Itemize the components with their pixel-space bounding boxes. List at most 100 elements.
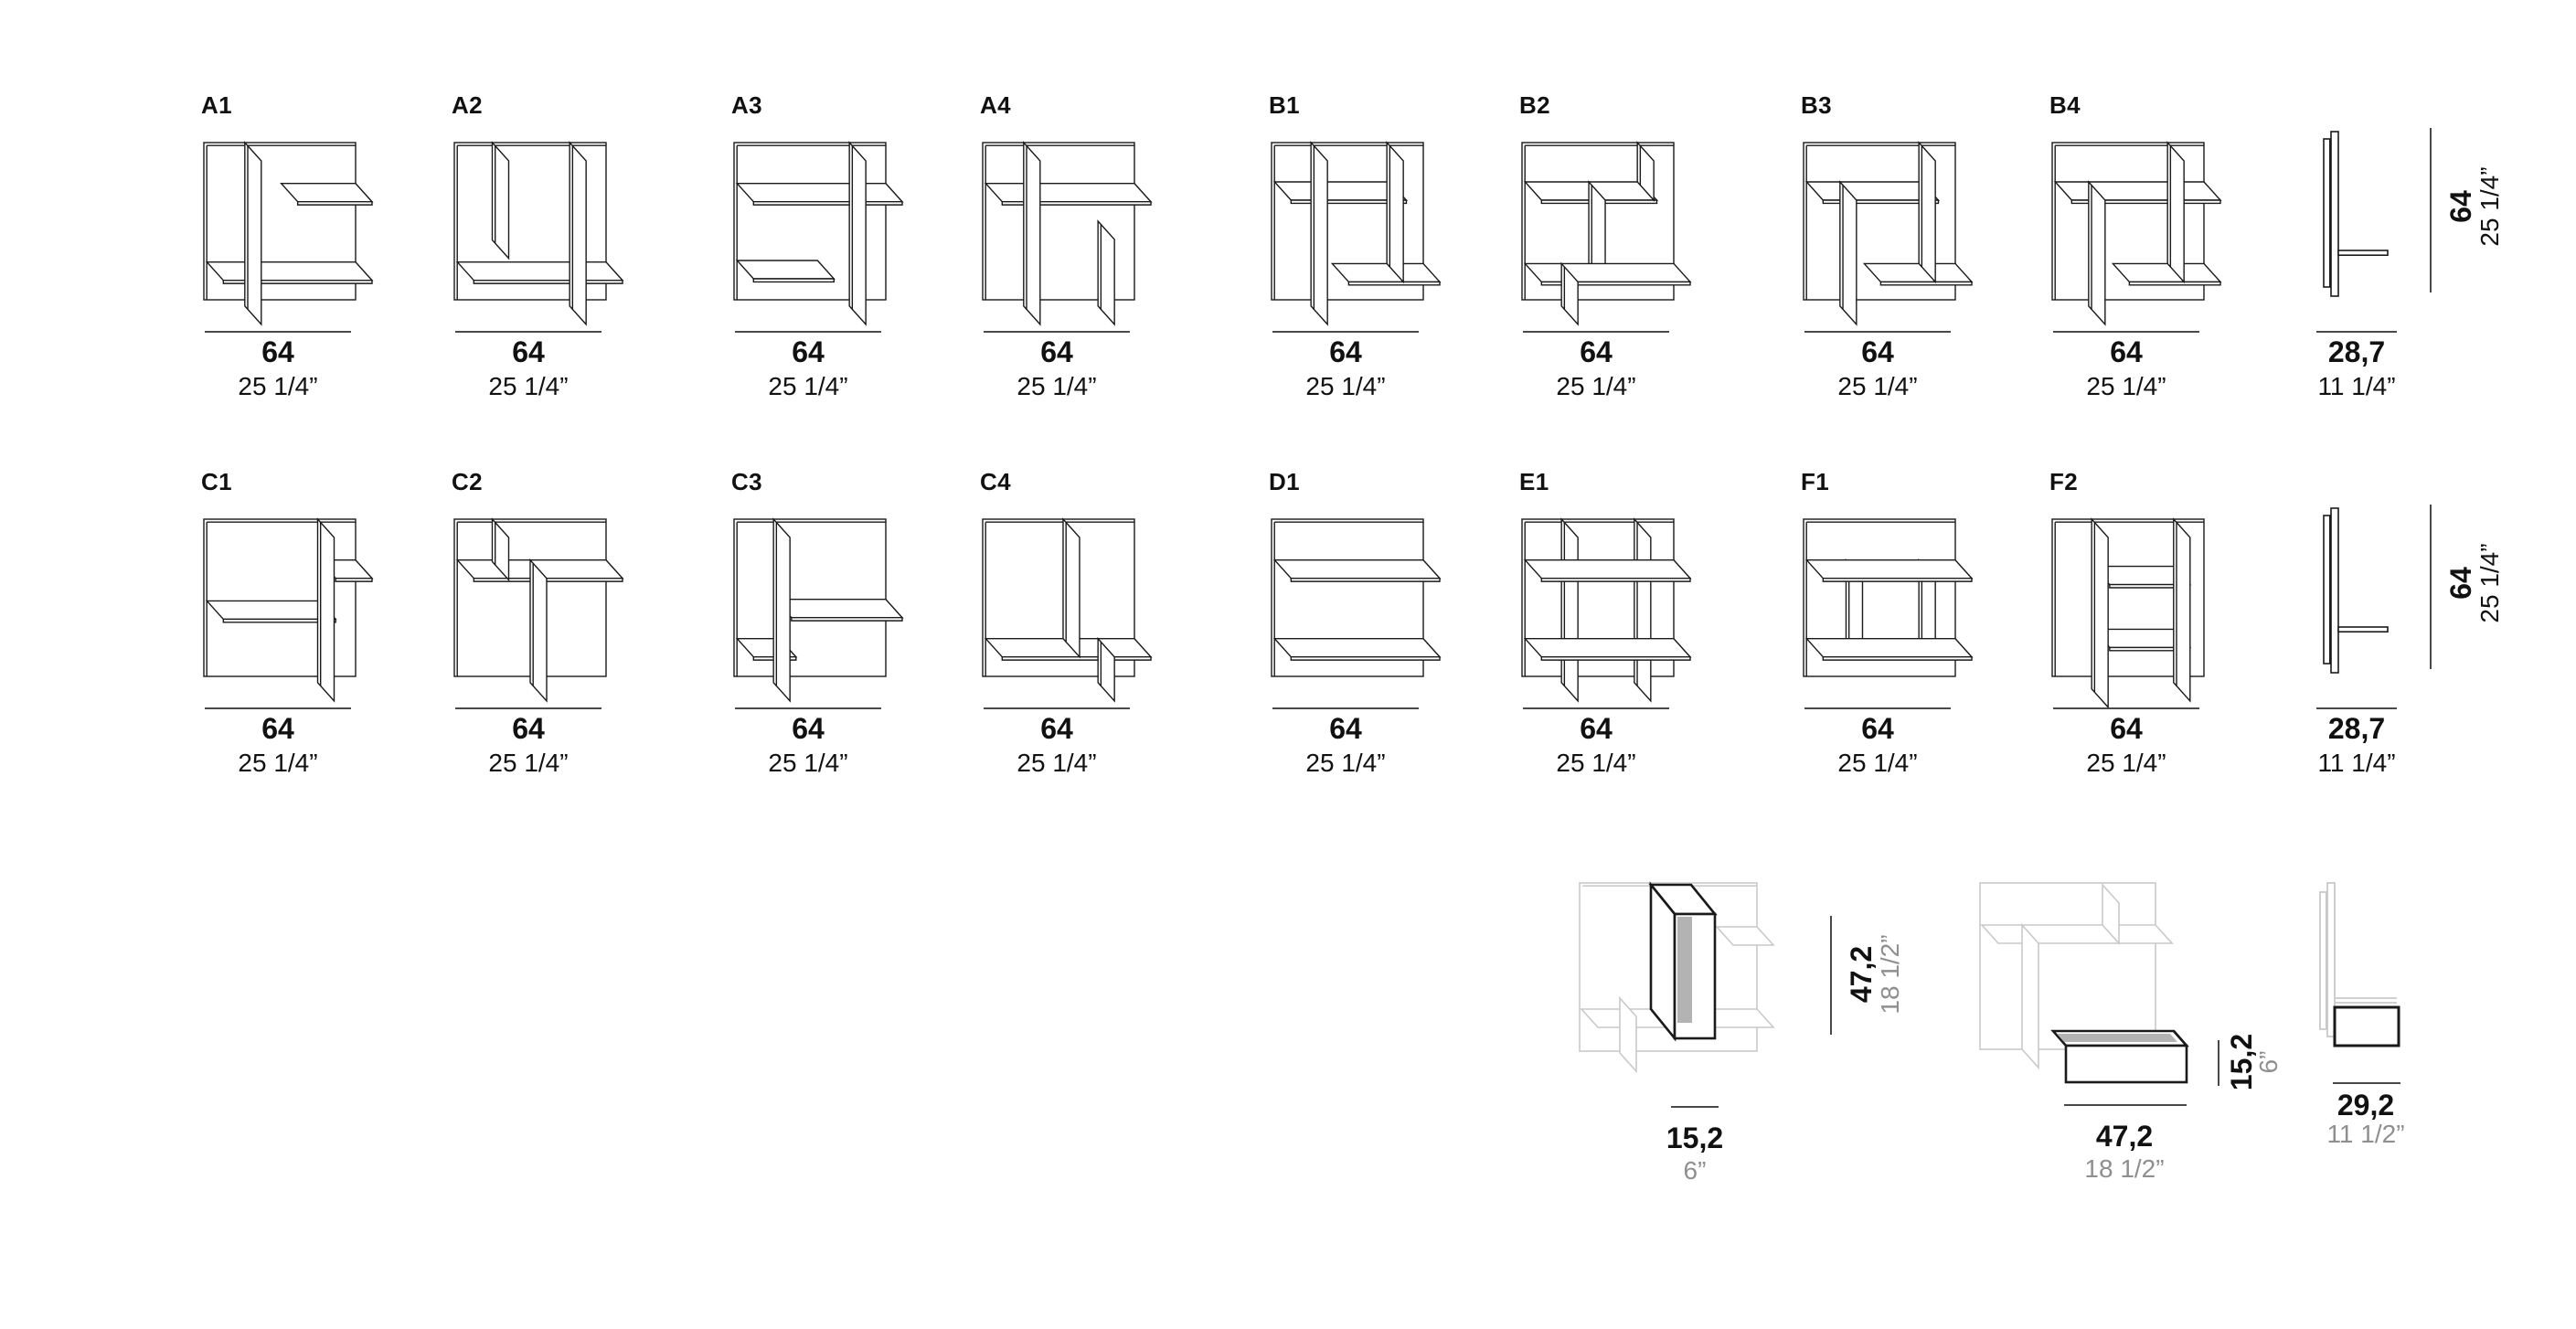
detail1-height-dim-line [1830,916,1832,1035]
shelf-front-edge [1879,281,1973,286]
divider-panel [2173,517,2191,703]
shelf-front-edge [222,618,336,623]
unit-dim-cm: 64 [261,715,294,746]
drawer-top-inset [2057,1034,2177,1042]
unit-A2-drawing [453,141,624,326]
unit-F1-drawing [1803,518,1974,677]
unit-B2-drawing [1521,141,1692,326]
shelf-edge [2337,250,2389,256]
shelf-top-face [1804,559,1974,579]
unit-dim-line [984,331,1130,333]
shelf-front-edge [752,278,836,283]
unit-dim-cm: 64 [1040,338,1073,369]
shelf-top-face [2111,262,2222,283]
shelf-front-edge [791,617,903,622]
detail2-width-cm: 47,2 [2095,1122,2154,1154]
divider-panel [1636,141,1655,202]
detail2-height-dim-line [2218,1040,2219,1086]
unit-dim-in: 25 1/4” [2086,748,2166,777]
divider-panel [2166,141,2185,284]
unit-A1-drawing [203,141,374,326]
shelf-top-face [455,261,624,282]
shelf-top-face [984,183,1153,203]
unit-label: A1 [201,91,233,119]
detail1-width-in: 6” [1683,1155,1707,1185]
shelf-front-edge [1290,656,1441,661]
drawer-front-face [2064,1044,2188,1084]
unit-label: C1 [201,468,233,495]
shelf-front-edge [1540,281,1691,286]
unit-C2-drawing [453,517,624,703]
unit-dim-cm: 64 [512,338,545,369]
side-height-cm: 64 [2447,567,2478,600]
shelf-top-face [1804,638,1974,658]
unit-D1-drawing [1271,518,1442,677]
shelf-top-face [735,260,836,280]
unit-dim-cm: 64 [792,715,825,746]
detail2-width-in: 18 1/2” [2084,1154,2165,1183]
unit-dim-in: 25 1/4” [768,371,848,400]
unit-dim-cm: 64 [1580,715,1613,746]
unit-C1-drawing [203,517,374,703]
unit-B4-drawing [2051,141,2222,326]
shelf-top-face [205,261,374,282]
side-width-in: 11 1/4” [2317,748,2396,777]
unit-dim-in: 25 1/4” [1556,371,1636,400]
unit-dim-cm: 64 [792,338,825,369]
detail3-width-dim-line [2333,1082,2400,1084]
shelf-top-face [205,600,337,621]
side-width-in: 11 1/4” [2317,371,2396,400]
panel-edge-inner [2323,138,2331,288]
shelf-front-edge [473,578,623,582]
unit-B1-drawing [1271,141,1442,326]
side-profile-drawing [2323,507,2389,674]
unit-dim-cm: 64 [1861,715,1894,746]
divider-panel [491,141,510,260]
divider-panel [1560,261,1579,326]
side-width-cm: 28,7 [2327,338,2386,369]
shelf-front-edge [335,578,373,582]
divider-panel [491,517,510,582]
detail2-width-dim-line [2064,1104,2187,1106]
unit-label: E1 [1519,468,1549,495]
shelf-front-edge [1822,578,1973,582]
unit-dim-cm: 64 [512,715,545,746]
drawer-corner-edge [2173,1030,2187,1047]
side-width-dim-line [2316,331,2397,333]
divider-panel [316,517,335,703]
unit-label: B3 [1801,91,1833,119]
unit-label: B2 [1519,91,1551,119]
shelf-top-face [735,183,904,203]
detail1-width-cm: 15,2 [1666,1124,1724,1155]
panel-edge-outer [2330,131,2339,297]
shelf-top-face [1523,262,1692,283]
unit-dim-in: 25 1/4” [1017,748,1097,777]
unit-dim-cm: 64 [261,338,294,369]
shelf-front-edge [473,280,623,284]
unit-dim-in: 25 1/4” [238,748,318,777]
unit-dim-in: 25 1/4” [1305,371,1386,400]
shelf-front-edge [1001,656,1152,661]
shelf-top-face [773,599,904,619]
ghost-back-panel [1579,882,1758,1052]
divider-panel [1386,141,1404,284]
unit-dim-cm: 64 [1040,715,1073,746]
unit-dim-in: 25 1/4” [1837,748,1918,777]
shelf-top-face [1272,638,1442,658]
unit-label: C3 [731,468,763,495]
unit-label: A4 [980,91,1012,119]
unit-dim-in: 25 1/4” [1556,748,1636,777]
unit-dim-line [984,707,1130,709]
divider-panel [1310,141,1328,326]
unit-label: D1 [1269,468,1301,495]
detail-vertical-compartment-drawing [1579,881,1775,1074]
